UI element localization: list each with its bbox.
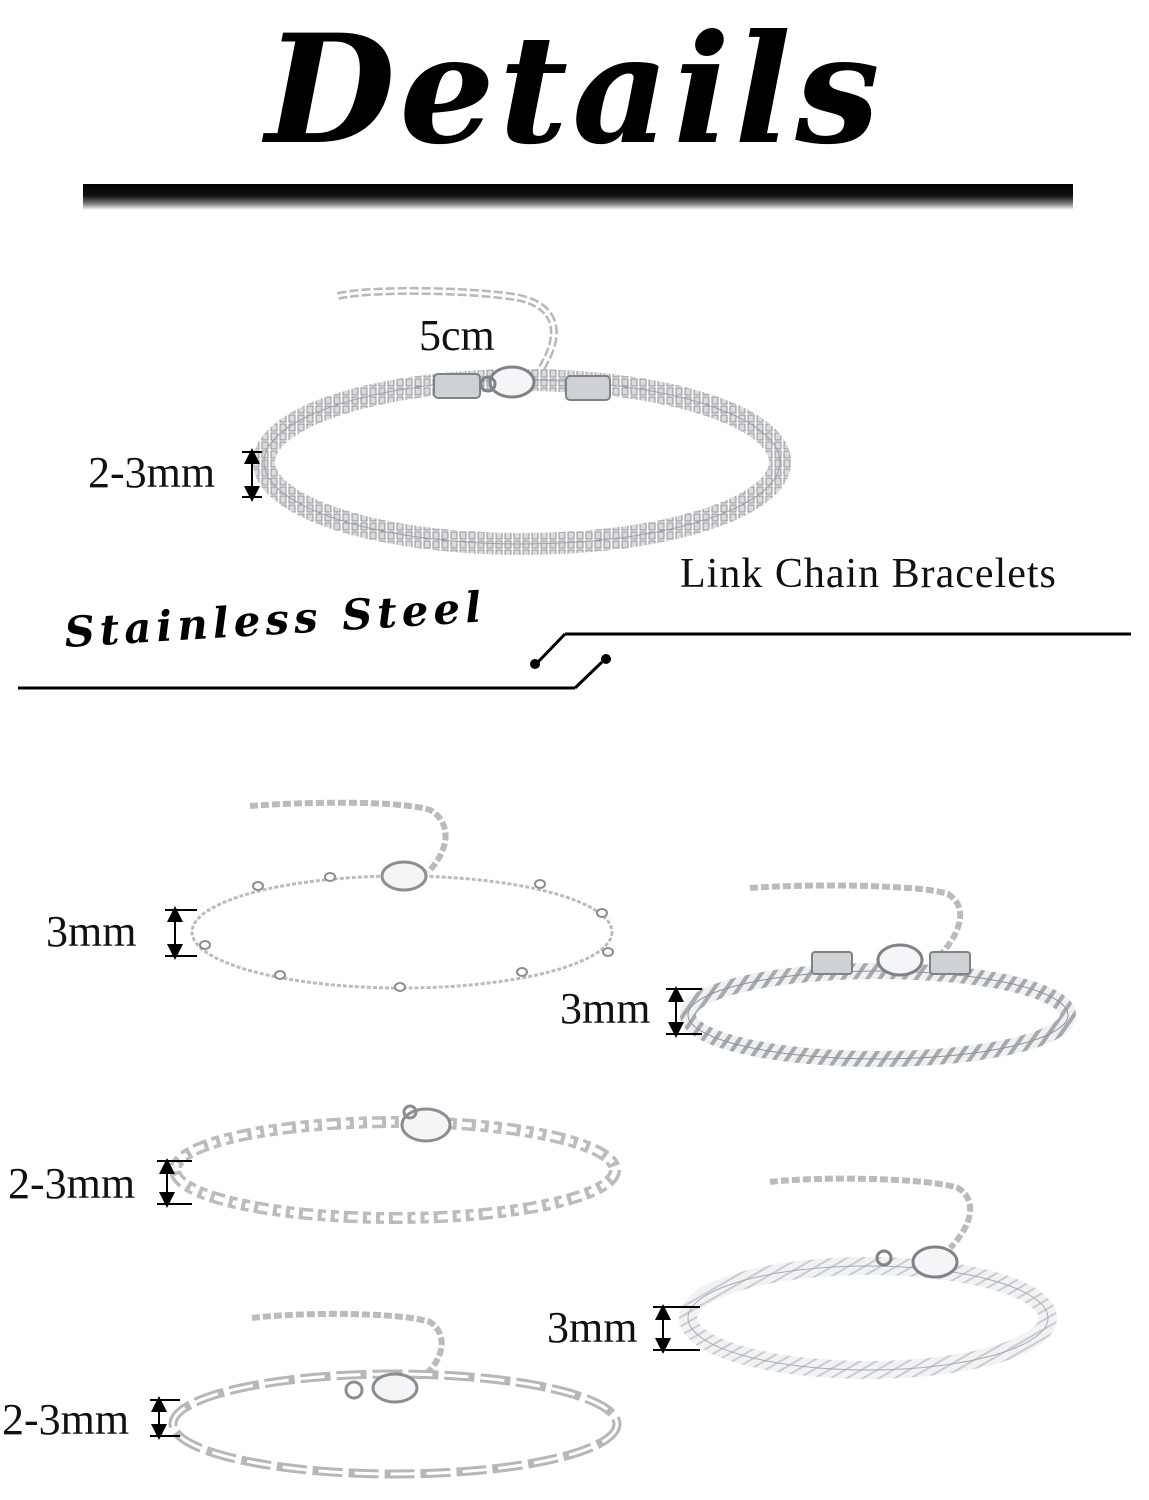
variant-2-bracelet-image [680,882,1076,1067]
width-arrow-icon [242,448,262,502]
main-bracelet-image [253,286,791,555]
extender-length-label: 5cm [419,311,495,360]
variant-3-width-label: 2-3mm [8,1159,136,1208]
variant-5-bracelet-image [168,1310,622,1479]
variant-1-width-label: 3mm [46,907,137,956]
width-arrow-icon [157,1158,192,1208]
variant-5-width-label: 2-3mm [2,1395,130,1444]
main-width-label: 2-3mm [88,448,216,497]
product-caption: Link Chain Bracelets [680,551,1057,597]
variant-3-bracelet-image [169,1104,621,1224]
width-arrow-icon [165,906,197,960]
page-title: Details [265,2,884,178]
width-arrow-icon [666,986,702,1038]
variant-4-bracelet-image [679,1175,1057,1379]
section-divider-lines [18,632,1131,690]
width-arrow-icon [653,1304,700,1354]
width-arrow-icon [150,1396,180,1440]
variant-1-bracelet-image [190,799,614,992]
variant-4-width-label: 3mm [547,1303,638,1352]
title-underline-bar [83,184,1073,210]
variant-2-width-label: 3mm [560,984,651,1033]
